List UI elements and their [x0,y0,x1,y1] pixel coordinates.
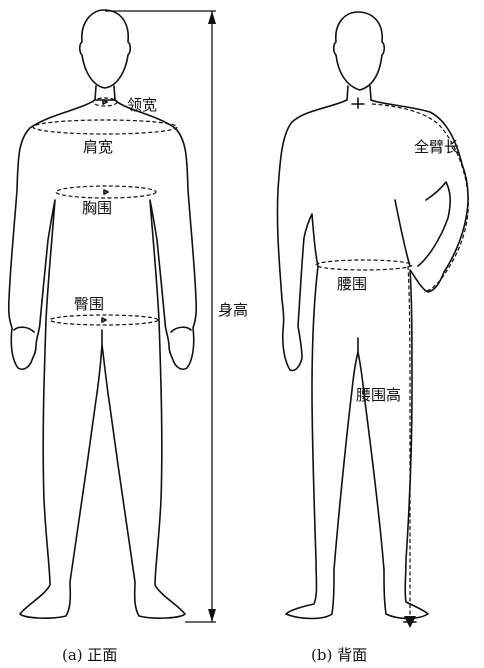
label-waist-girth: 腰围 [337,275,367,293]
front-figure: 领宽 肩宽 胸围 臀围 身高 (a) 正面 [9,10,248,664]
back-neck [347,86,371,100]
label-chest-girth: 胸围 [82,199,112,217]
back-neck-point [352,98,364,108]
label-hip-girth: 臀围 [74,295,104,313]
label-full-arm-length: 全臂长 [414,138,459,156]
shoulder-width-measure [33,120,177,134]
label-neck-width: 领宽 [127,96,157,114]
waist-girth-measure [316,260,412,270]
back-head [334,12,385,90]
back-figure: 全臂长 腰围 腰围高 (b) 背面 [277,12,468,664]
height-dimension-line [105,11,216,622]
label-waist-height: 腰围高 [356,386,401,404]
waist-height-measure [408,266,410,622]
caption-front: (a) 正面 [62,646,117,664]
caption-back: (b) 背面 [311,646,367,664]
chest-girth-measure [56,186,156,198]
front-body-outline [9,100,197,618]
label-height: 身高 [218,301,248,319]
hip-girth-measure [50,315,158,325]
label-shoulder-width: 肩宽 [83,138,113,156]
front-head [80,10,131,88]
back-body-outline [277,100,468,619]
